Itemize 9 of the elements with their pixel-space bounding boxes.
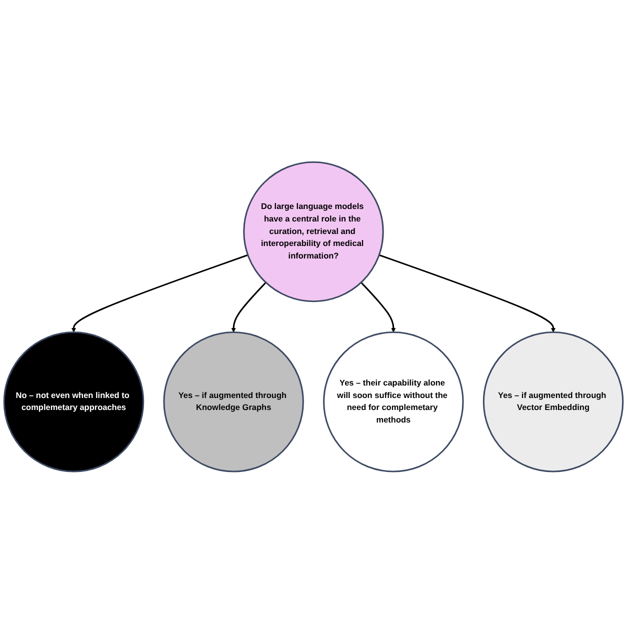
node-circle: Yes – if augmented through Knowledge Graphs xyxy=(163,331,304,472)
node-circle: Do large language models have a central role in the curation, retrieval and interoperability of medical information? xyxy=(243,161,384,302)
node-circle: Yes – their capability alone will soon suffice without the need for complemetary methods xyxy=(323,331,464,472)
node-circle: Yes – if augmented through Vector Embedding xyxy=(482,331,624,472)
arrow xyxy=(360,282,396,332)
arrow xyxy=(378,254,556,332)
arrow xyxy=(231,282,266,332)
node-circle: No – not even when linked to complemetary approaches xyxy=(3,331,144,472)
arrow xyxy=(71,254,248,332)
